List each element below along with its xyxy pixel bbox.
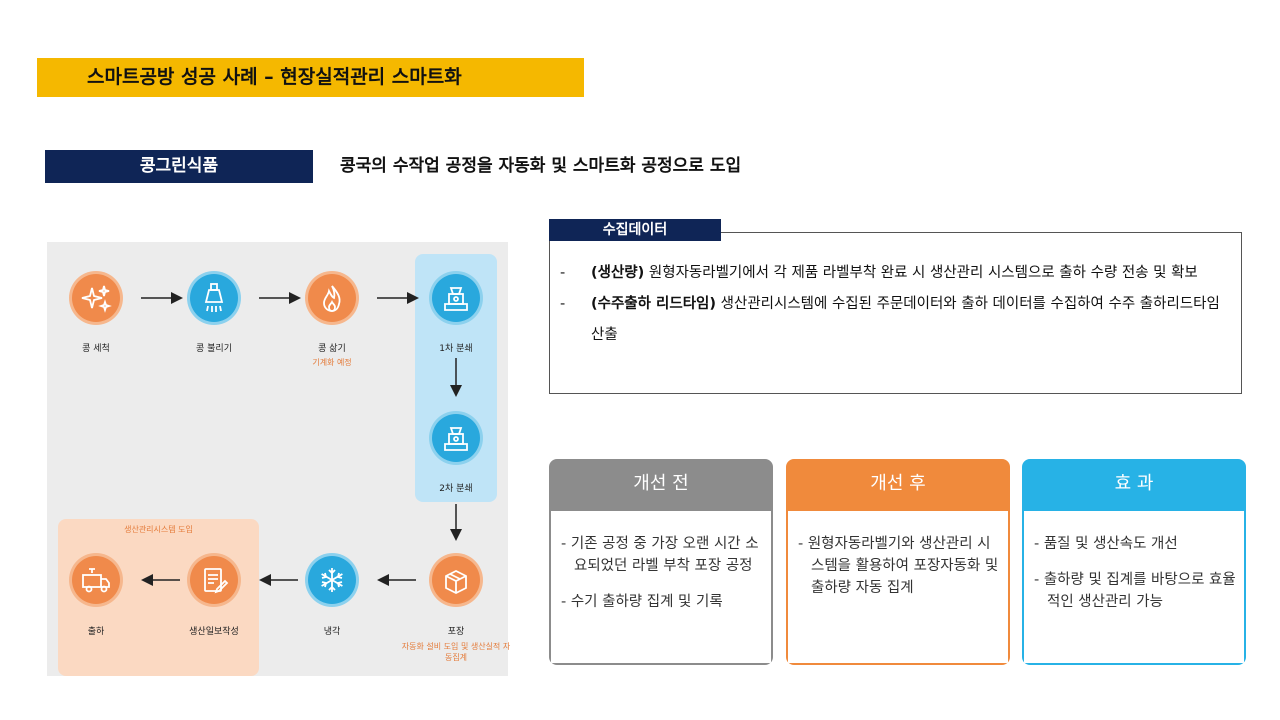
item-text: 원형자동라벨기에서 각 제품 라벨부착 완료 시 생산관리 시스템으로 출하 수… — [644, 265, 1198, 281]
card-body: - 품질 및 생산속도 개선 - 출하량 및 집계를 바탕으로 효율적인 생산관… — [1024, 511, 1244, 663]
node-label: 냉각 — [323, 627, 341, 637]
card-title: 효 과 — [1114, 473, 1154, 494]
collected-data-list: - (생산량) 원형자동라벨기에서 각 제품 라벨부착 완료 시 생산관리 시스템… — [560, 258, 1232, 351]
node-note: 기계화 예정 — [312, 358, 352, 367]
node-label: 1차 분쇄 — [439, 344, 473, 354]
box-icon — [432, 556, 480, 604]
node-note: 자동화 설비 도입 및 생산실적 자동집계 — [401, 642, 511, 662]
snowflake-icon — [308, 556, 356, 604]
node-label: 콩 삶기 — [318, 344, 346, 354]
before-card: 개선 전 - 기존 공정 중 가장 오랜 시간 소요되었던 라벨 부착 포장 공… — [549, 459, 773, 665]
card-item: - 품질 및 생산속도 개선 — [1034, 536, 1178, 552]
item-heading: (수주출하 리드타임) — [591, 296, 717, 312]
node-label: 콩 불리기 — [196, 344, 232, 354]
item-text: 생산관리시스템에 수집된 주문데이터와 출하 데이터를 수집하여 수주 출하리드… — [591, 296, 1220, 343]
zone-label: 생산관리시스템 도입 — [124, 525, 193, 534]
sparkle-icon — [72, 274, 120, 322]
list-item: - (수주출하 리드타임) 생산관리시스템에 수집된 주문데이터와 출하 데이터를… — [560, 289, 1232, 351]
truck-icon — [72, 556, 120, 604]
card-item: - 원형자동라벨기와 생산관리 시스템을 활용하여 포장자동화 및 출하량 자동… — [798, 536, 999, 596]
list-dash: - — [560, 296, 566, 312]
shower-icon — [190, 274, 238, 322]
grinder-icon — [432, 274, 480, 322]
effect-card: 효 과 - 품질 및 생산속도 개선 - 출하량 및 집계를 바탕으로 효율적인… — [1022, 459, 1246, 665]
after-card: 개선 후 - 원형자동라벨기와 생산관리 시스템을 활용하여 포장자동화 및 출… — [786, 459, 1010, 665]
company-label: 콩그린식품 — [45, 150, 313, 183]
card-body: - 기존 공정 중 가장 오랜 시간 소요되었던 라벨 부착 포장 공정 - 수… — [551, 511, 771, 663]
node-label: 출하 — [87, 627, 105, 637]
node-label: 포장 — [447, 627, 465, 637]
list-item: - (생산량) 원형자동라벨기에서 각 제품 라벨부착 완료 시 생산관리 시스템… — [560, 258, 1232, 289]
node-label: 콩 세척 — [82, 344, 110, 354]
list-dash: - — [560, 265, 566, 281]
card-body: - 원형자동라벨기와 생산관리 시스템을 활용하여 포장자동화 및 출하량 자동… — [788, 511, 1008, 663]
collected-data-tab: 수집데이터 — [549, 219, 721, 241]
card-title: 개선 후 — [870, 473, 926, 494]
fire-icon — [308, 274, 356, 322]
card-title: 개선 전 — [633, 473, 689, 494]
node-label: 2차 분쇄 — [439, 484, 473, 494]
card-item: - 출하량 및 집계를 바탕으로 효율적인 생산관리 가능 — [1034, 572, 1236, 610]
report-icon — [190, 556, 238, 604]
page-title: 스마트공방 성공 사례 – 현장실적관리 스마트화 — [37, 58, 584, 97]
grinder-icon — [432, 414, 480, 462]
card-item: - 기존 공정 중 가장 오랜 시간 소요되었던 라벨 부착 포장 공정 — [561, 536, 759, 574]
node-label: 생산일보작성 — [189, 627, 239, 637]
card-item: - 수기 출하량 집계 및 기록 — [561, 594, 723, 610]
item-heading: (생산량) — [591, 265, 645, 281]
subtitle: 콩국의 수작업 공정을 자동화 및 스마트화 공정으로 도입 — [340, 156, 742, 176]
collected-data-box — [549, 232, 1242, 394]
